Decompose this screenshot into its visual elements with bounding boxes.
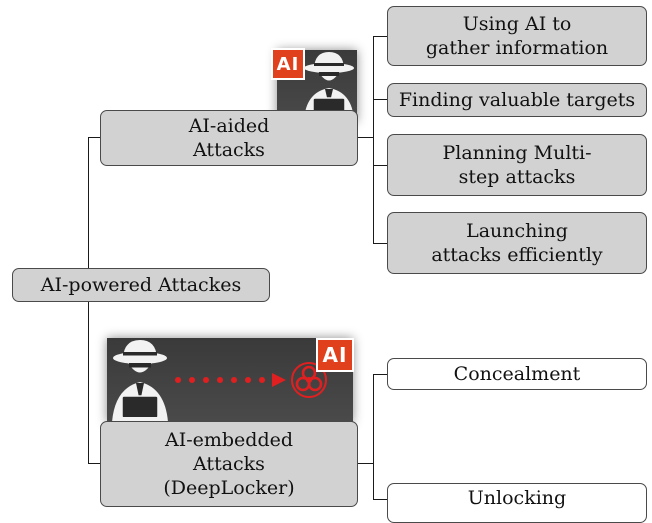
node-gather-information-line1: Using AI to — [462, 13, 572, 35]
biohazard-icon — [291, 362, 327, 398]
node-ai-embedded-line3: (DeepLocker) — [163, 477, 295, 499]
connector-aided-out — [358, 137, 374, 139]
node-planning-multistep-attacks: Planning Multi- step attacks — [387, 134, 647, 196]
connector-aided-trunk — [373, 36, 375, 244]
connector-embedded-out — [358, 463, 374, 465]
dotted-arrow-icon — [175, 373, 286, 387]
node-concealment-label: Concealment — [453, 363, 581, 385]
node-gather-information: Using AI to gather information — [387, 6, 647, 66]
root-node-ai-powered-attackes: AI-powered Attackes — [12, 268, 270, 302]
node-ai-embedded-line1: AI-embedded — [164, 429, 294, 451]
connector-embedded-child-1 — [373, 374, 387, 376]
connector-root-to-aided — [88, 137, 100, 139]
node-ai-aided-attacks: AI-aided Attacks — [100, 110, 358, 166]
connector-aided-child-3 — [373, 165, 387, 167]
node-ai-aided-line1: AI-aided — [188, 115, 270, 137]
node-finding-valuable-targets: Finding valuable targets — [387, 83, 647, 117]
connector-embedded-child-2 — [373, 499, 387, 501]
connector-aided-child-1 — [373, 36, 387, 38]
root-node-label: AI-powered Attackes — [40, 274, 242, 296]
node-ai-aided-line2: Attacks — [193, 139, 265, 161]
node-launching-attacks: Launching attacks efficiently — [387, 212, 647, 274]
ai-aided-badge: AI — [271, 48, 305, 80]
node-concealment: Concealment — [387, 358, 647, 390]
node-launching-attacks-line2: attacks efficiently — [431, 244, 603, 266]
node-ai-embedded-line2: Attacks — [193, 453, 265, 475]
hacker-icon — [112, 340, 168, 422]
node-unlocking-label: Unlocking — [467, 487, 567, 509]
connector-root-to-embedded — [88, 463, 100, 465]
connector-aided-child-2 — [373, 99, 387, 101]
node-ai-embedded-attacks: AI-embedded Attacks (DeepLocker) — [100, 421, 358, 507]
ai-embedded-badge: AI — [316, 338, 354, 372]
node-planning-multistep-line1: Planning Multi- — [442, 142, 592, 164]
node-unlocking: Unlocking — [387, 483, 647, 523]
connector-embedded-trunk — [373, 374, 375, 500]
node-planning-multistep-line2: step attacks — [458, 166, 576, 188]
connector-aided-child-4 — [373, 243, 387, 245]
node-launching-attacks-line1: Launching — [466, 220, 568, 242]
node-finding-valuable-targets-line1: Finding valuable targets — [398, 89, 636, 111]
node-gather-information-line2: gather information — [425, 37, 609, 59]
